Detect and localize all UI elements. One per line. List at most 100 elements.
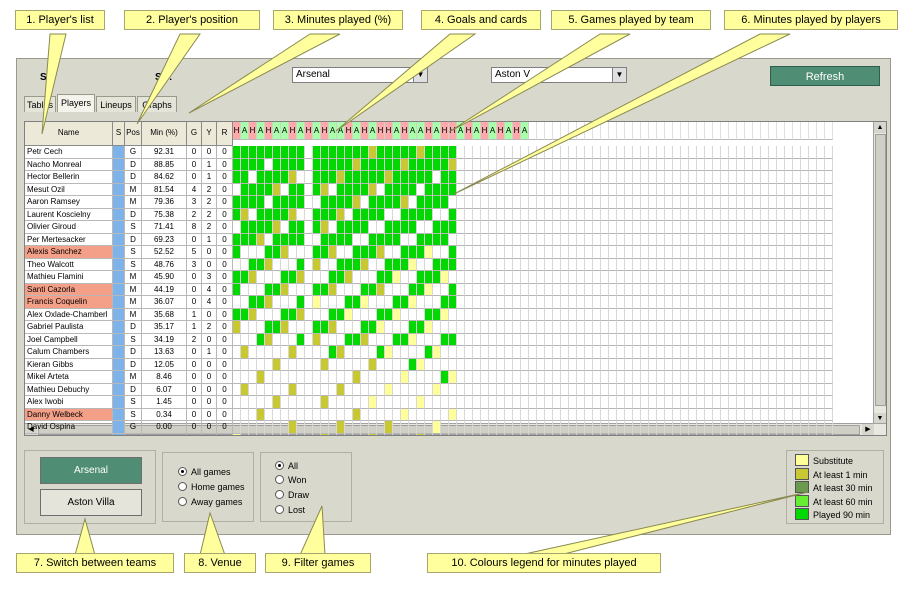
minutes-cell bbox=[529, 333, 537, 346]
player-name-cell[interactable]: Laurent Koscielny bbox=[25, 208, 113, 221]
column-header-name[interactable]: Name bbox=[25, 122, 113, 146]
minutes-cell bbox=[433, 296, 441, 309]
minutes-cell bbox=[729, 321, 737, 334]
minutes-cell bbox=[793, 433, 801, 435]
minutes-cell bbox=[473, 171, 481, 184]
column-header-pos[interactable]: Pos bbox=[125, 122, 142, 146]
venue-header-cell: H bbox=[377, 122, 385, 140]
player-name-cell[interactable]: Gabriel Paulista bbox=[25, 321, 113, 334]
venue-all-radio[interactable]: All games bbox=[178, 466, 231, 478]
venue-home-radio[interactable]: Home games bbox=[178, 481, 245, 493]
player-name-cell[interactable]: Francis Coquelin bbox=[25, 296, 113, 309]
minutes-cell bbox=[281, 221, 289, 234]
vertical-scroll-thumb[interactable] bbox=[875, 134, 886, 406]
minutes-cell bbox=[377, 383, 385, 396]
minutes-cell bbox=[473, 433, 481, 435]
minutes-cell bbox=[729, 408, 737, 421]
minutes-cell bbox=[361, 433, 369, 435]
player-name-cell[interactable]: Matt Macey bbox=[25, 433, 113, 435]
column-header-g[interactable]: G bbox=[187, 122, 202, 146]
team2-button[interactable]: Aston Villa bbox=[40, 489, 142, 516]
minutes-cell bbox=[369, 346, 377, 359]
player-name-cell[interactable]: Santi Cazorla bbox=[25, 283, 113, 296]
player-name-cell[interactable]: Calum Chambers bbox=[25, 346, 113, 359]
minutes-cell bbox=[273, 158, 281, 171]
player-name-cell[interactable]: Petr Cech bbox=[25, 146, 113, 159]
filter-draw-radio[interactable]: Draw bbox=[275, 489, 309, 501]
minutes-cell bbox=[281, 383, 289, 396]
filter-lost-radio[interactable]: Lost bbox=[275, 504, 305, 516]
tab-players[interactable]: Players bbox=[57, 94, 95, 112]
filter-all-radio[interactable]: All bbox=[275, 460, 298, 472]
player-name-cell[interactable]: Danny Welbeck bbox=[25, 408, 113, 421]
player-name-cell[interactable]: Mathieu Debuchy bbox=[25, 383, 113, 396]
minutes-cell bbox=[505, 396, 513, 409]
player-name-cell[interactable]: Alex Iwobi bbox=[25, 396, 113, 409]
player-name-cell[interactable]: Alex Oxlade-Chamberl bbox=[25, 308, 113, 321]
refresh-button[interactable]: Refresh bbox=[770, 66, 880, 86]
minutes-cell bbox=[361, 171, 369, 184]
minutes-cell bbox=[825, 258, 833, 271]
player-name-cell[interactable]: Aaron Ramsey bbox=[25, 196, 113, 209]
minutes-cell bbox=[505, 283, 513, 296]
player-name-cell[interactable]: Alexis Sanchez bbox=[25, 246, 113, 259]
minutes-cell bbox=[585, 396, 593, 409]
chevron-down-icon[interactable]: ▼ bbox=[612, 68, 626, 82]
column-header-min[interactable]: Min (%) bbox=[142, 122, 187, 146]
player-name-cell[interactable]: Theo Walcott bbox=[25, 258, 113, 271]
venue-away-radio[interactable]: Away games bbox=[178, 496, 242, 508]
minutes-cell bbox=[601, 308, 609, 321]
scroll-up-icon[interactable]: ▲ bbox=[874, 122, 886, 133]
minutes-cell bbox=[729, 308, 737, 321]
minutes-cell bbox=[689, 346, 697, 359]
tab-lineups[interactable]: Lineups bbox=[96, 96, 136, 112]
filter-won-radio[interactable]: Won bbox=[275, 474, 306, 486]
player-name-cell[interactable]: Olivier Giroud bbox=[25, 221, 113, 234]
tab-graphs[interactable]: Graphs bbox=[137, 96, 177, 112]
minutes-cell bbox=[697, 183, 705, 196]
minutes-cell bbox=[393, 433, 401, 435]
team2-select[interactable]: Aston V ▼ bbox=[491, 67, 627, 83]
player-name-cell[interactable]: Joel Campbell bbox=[25, 333, 113, 346]
column-header-y[interactable]: Y bbox=[202, 122, 217, 146]
minutes-cell bbox=[297, 408, 305, 421]
player-name-cell[interactable]: Mathieu Flamini bbox=[25, 271, 113, 284]
scroll-left-icon[interactable]: ◀ bbox=[25, 424, 37, 435]
minutes-cell bbox=[641, 433, 649, 435]
minutes-cell bbox=[633, 383, 641, 396]
player-name-cell[interactable]: David Ospina bbox=[25, 421, 113, 434]
minutes-cell bbox=[361, 158, 369, 171]
scroll-down-icon[interactable]: ▼ bbox=[874, 413, 886, 424]
horizontal-scroll-thumb[interactable] bbox=[38, 425, 860, 435]
minutes-cell bbox=[601, 321, 609, 334]
player-name-cell[interactable]: Per Mertesacker bbox=[25, 233, 113, 246]
minutes-cell bbox=[657, 358, 665, 371]
minutes-cell bbox=[497, 408, 505, 421]
minutes-cell bbox=[481, 158, 489, 171]
minutes-cell bbox=[409, 371, 417, 384]
tab-tables[interactable]: Tables bbox=[24, 96, 56, 112]
minutes-cell bbox=[681, 346, 689, 359]
player-name-cell[interactable]: Nacho Monreal bbox=[25, 158, 113, 171]
player-name-cell[interactable]: Mikel Arteta bbox=[25, 371, 113, 384]
player-name-cell[interactable]: Hector Bellerin bbox=[25, 171, 113, 184]
chevron-down-icon[interactable]: ▼ bbox=[413, 68, 427, 82]
minutes-cell bbox=[625, 408, 633, 421]
minutes-cell bbox=[657, 208, 665, 221]
minutes-cell bbox=[561, 146, 569, 159]
minutes-cell bbox=[329, 421, 337, 434]
team1-select[interactable]: Arsenal ▼ bbox=[292, 67, 428, 83]
team1-button[interactable]: Arsenal bbox=[40, 457, 142, 484]
player-r-cell: 0 bbox=[217, 371, 233, 384]
minutes-cell bbox=[753, 383, 761, 396]
minutes-cell bbox=[617, 383, 625, 396]
player-name-cell[interactable]: Kieran Gibbs bbox=[25, 358, 113, 371]
minutes-cell bbox=[433, 246, 441, 259]
vertical-scrollbar[interactable]: ▲ ▼ bbox=[873, 122, 886, 435]
minutes-cell bbox=[489, 246, 497, 259]
column-header-s[interactable]: S bbox=[113, 122, 125, 146]
scroll-right-icon[interactable]: ▶ bbox=[862, 424, 874, 435]
column-header-r[interactable]: R bbox=[217, 122, 233, 146]
minutes-cell bbox=[745, 421, 753, 434]
player-name-cell[interactable]: Mesut Ozil bbox=[25, 183, 113, 196]
